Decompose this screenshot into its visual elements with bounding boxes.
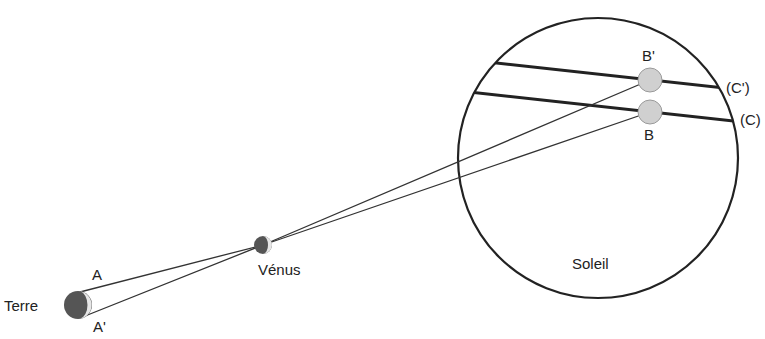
earth-disk [64, 291, 92, 319]
planet-label-box: Vénus [256, 260, 303, 281]
point-label: A [92, 267, 102, 284]
transit-chord [440, 89, 760, 124]
venus-image [638, 68, 662, 92]
point-label: B' [642, 48, 655, 65]
planet-name: Vénus [258, 262, 301, 279]
planet-name: Terre [4, 298, 38, 315]
venus-image [638, 100, 662, 124]
chord-label: (C) [740, 112, 761, 129]
sun-region: Soleil [458, 18, 738, 298]
planet-label-box: Terre [2, 296, 41, 317]
sight-line [80, 80, 650, 318]
transit-chord [440, 57, 760, 92]
sun-outline [458, 18, 738, 298]
venus-crescent [263, 236, 272, 254]
point-label: A' [93, 319, 106, 336]
earth-crescent [80, 291, 92, 319]
point-label: B [644, 127, 654, 144]
venus-disk [254, 236, 272, 254]
chord-label: (C') [726, 80, 750, 97]
sun-name: Soleil [572, 256, 609, 273]
